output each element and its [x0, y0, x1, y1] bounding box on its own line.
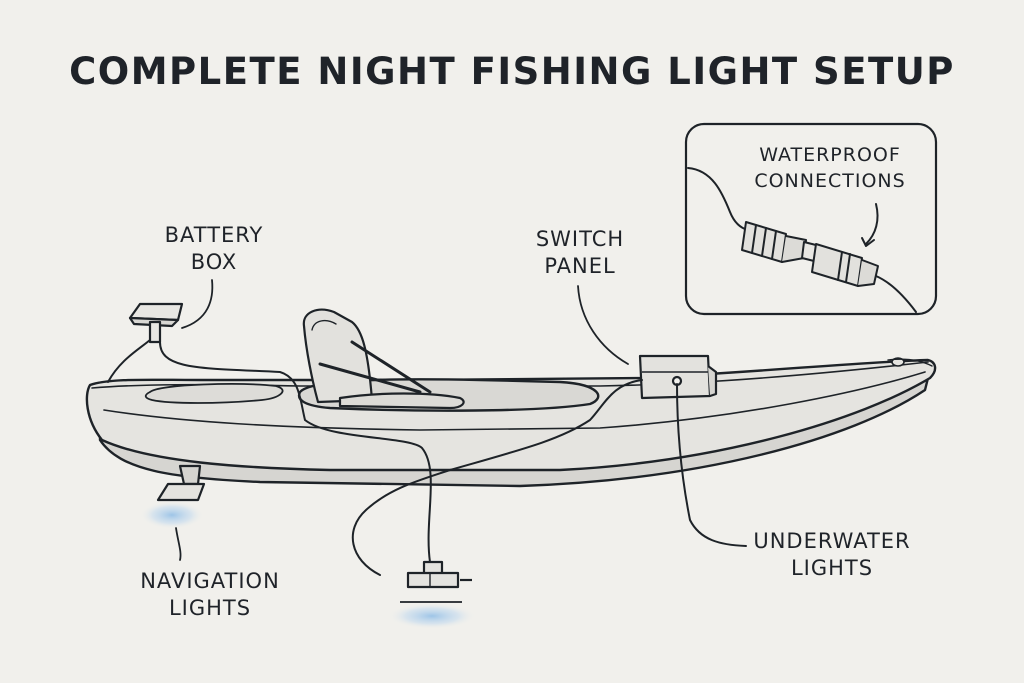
navigation-lights-leader	[175, 527, 182, 561]
kayak-seat	[302, 308, 465, 410]
underwater-lights-label: UNDERWATER LIGHTS	[742, 528, 922, 582]
underwater-lights-label-line1: UNDERWATER	[753, 529, 911, 553]
navigation-light	[156, 464, 206, 502]
underwater-lights-label-line2: LIGHTS	[790, 556, 874, 580]
diagram-title: COMPLETE NIGHT FISHING LIGHT SETUP	[69, 50, 955, 93]
navigation-lights-label: NAVIGATION LIGHTS	[120, 568, 300, 622]
navigation-lights-label-line2: LIGHTS	[168, 596, 252, 620]
waterproof-connections-label-line1: WATERPROOF	[759, 144, 901, 166]
battery-box	[128, 302, 184, 344]
underwater-light	[400, 560, 472, 603]
leader-lines	[175, 279, 629, 561]
kayak-hull	[85, 357, 937, 488]
switch-panel-leader	[577, 285, 629, 365]
wiring	[107, 339, 747, 576]
waterproof-connections-inset	[684, 122, 938, 316]
battery-box-label-line2: BOX	[190, 250, 238, 274]
underwater-light-glow	[388, 603, 476, 629]
navigation-light-glow	[140, 501, 204, 529]
battery-box-leader	[181, 279, 214, 329]
switch-panel-label: SWITCH PANEL	[520, 226, 640, 280]
battery-box-label-line1: BATTERY	[164, 223, 264, 247]
switch-panel-label-line2: PANEL	[544, 254, 616, 278]
navigation-lights-label-line1: NAVIGATION	[140, 569, 280, 593]
switch-panel-label-line1: SWITCH	[535, 227, 625, 251]
waterproof-connections-label: WATERPROOF CONNECTIONS	[740, 142, 920, 194]
switch-panel	[638, 354, 718, 400]
waterproof-connections-label-line2: CONNECTIONS	[754, 170, 906, 192]
battery-box-label: BATTERY BOX	[154, 222, 274, 276]
